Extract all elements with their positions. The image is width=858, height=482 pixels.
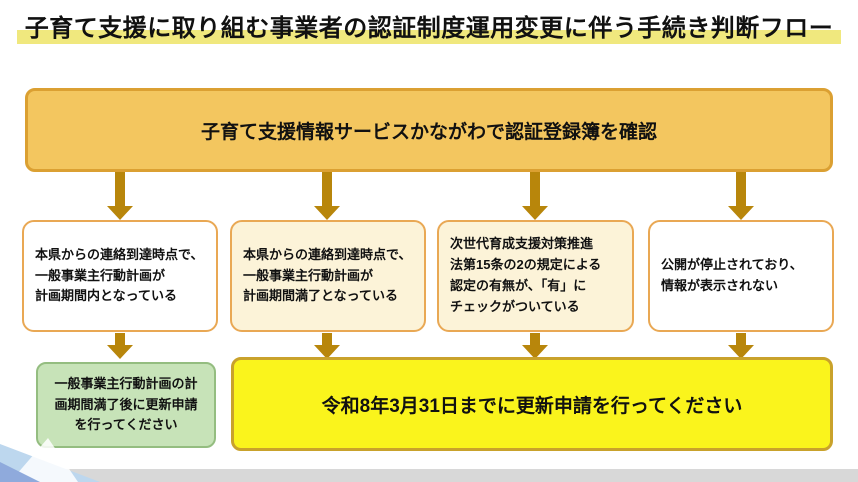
branch-box-plan-expired: 本県からの連絡到達時点で、 一般事業主行動計画が 計画期間満了となっている (230, 220, 426, 332)
arrow-stem (736, 333, 746, 345)
arrow-stem (115, 172, 125, 206)
corner-decoration (0, 438, 100, 482)
branch-box-plan-within-period: 本県からの連絡到達時点で、 一般事業主行動計画が 計画期間内となっている (22, 220, 218, 332)
page-title-text: 子育て支援に取り組む事業者の認証制度運用変更に伴う手続き判断フロー (16, 15, 842, 44)
arrow-stem (530, 333, 540, 345)
decor-triangle-dark (0, 462, 40, 482)
arrow-head (522, 206, 548, 220)
arrow-stem (322, 333, 332, 345)
arrow-stem (736, 172, 746, 206)
arrow-head (107, 206, 133, 220)
decor-triangle-white (10, 438, 78, 482)
title-row: 子育て支援に取り組む事業者の認証制度運用変更に伴う手続き判断フロー (0, 8, 858, 44)
arrow-stem (115, 333, 125, 345)
down-arrow (314, 333, 340, 359)
start-box-check-registry: 子育て支援情報サービスかながわで認証登録簿を確認 (25, 88, 833, 172)
down-arrow (107, 333, 133, 359)
arrow-head (728, 345, 754, 359)
footer-bar (0, 469, 858, 482)
outcome-box-renew-by-deadline: 令和8年3月31日までに更新申請を行ってください (231, 357, 833, 451)
page-title: 子育て支援に取り組む事業者の認証制度運用変更に伴う手続き判断フロー (16, 8, 842, 44)
arrow-head (728, 206, 754, 220)
branch-box-publication-suspended: 公開が停止されており、 情報が表示されない (648, 220, 834, 332)
branch-box-article15-certified: 次世代育成支援対策推進 法第15条の2の規定による 認定の有無が、「有」に チェ… (437, 220, 634, 332)
arrow-stem (530, 172, 540, 206)
arrow-head (314, 206, 340, 220)
down-arrow (728, 333, 754, 359)
arrow-stem (322, 172, 332, 206)
arrow-head (522, 345, 548, 359)
down-arrow (522, 172, 548, 220)
arrow-head (107, 345, 133, 359)
down-arrow (728, 172, 754, 220)
down-arrow (522, 333, 548, 359)
down-arrow (314, 172, 340, 220)
arrow-head (314, 345, 340, 359)
down-arrow (107, 172, 133, 220)
outcome-box-renew-after-expiry: 一般事業主行動計画の計 画期間満了後に更新申請 を行ってください (36, 362, 216, 448)
